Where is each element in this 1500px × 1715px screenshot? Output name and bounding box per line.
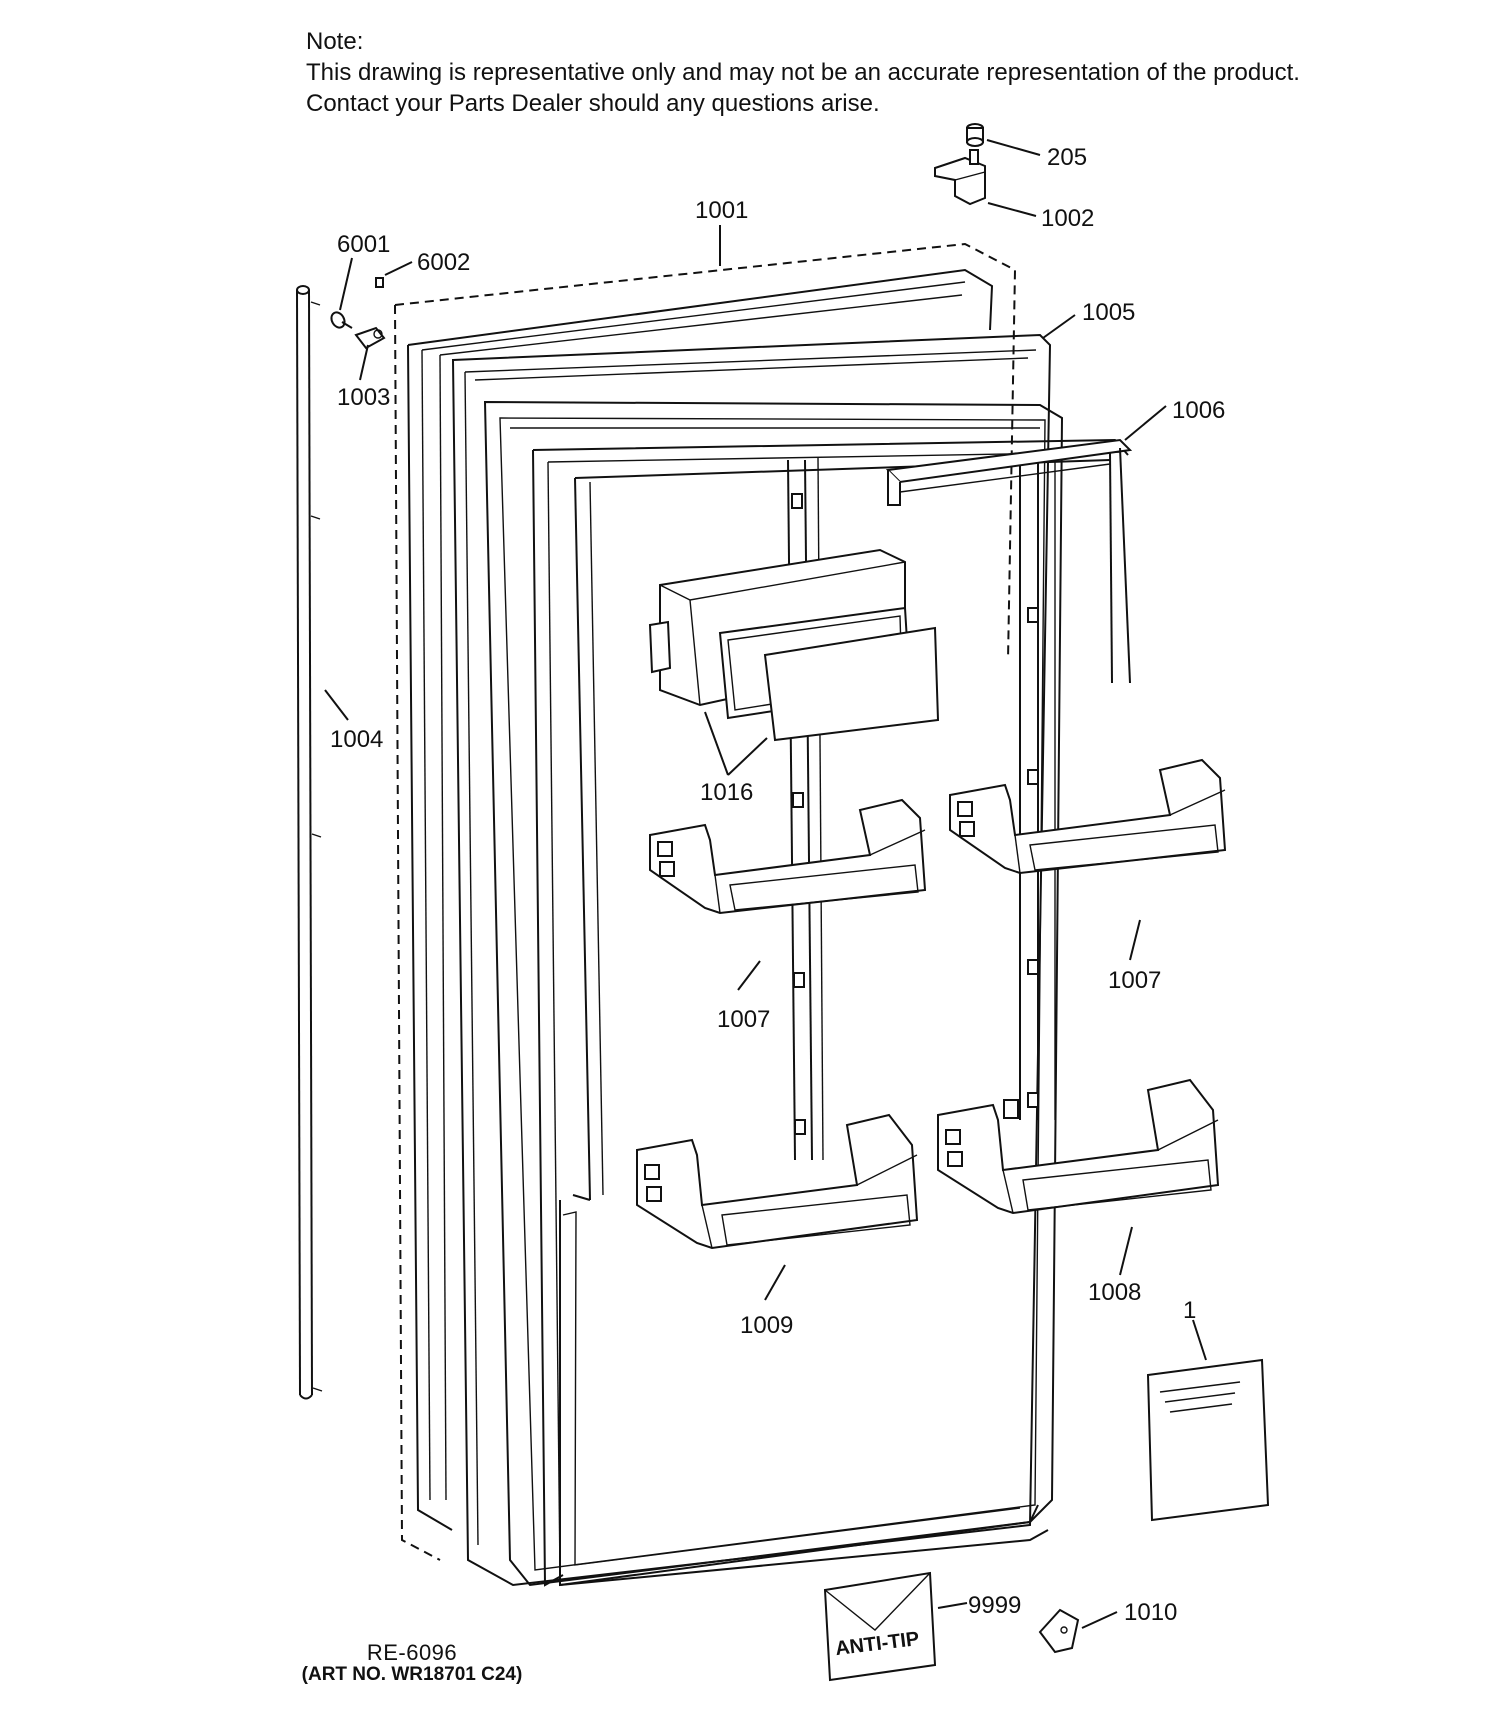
callout-1001: 1001 bbox=[695, 197, 748, 224]
door-bin-1007-left bbox=[649, 798, 927, 915]
dispenser-module-1016 bbox=[648, 548, 940, 742]
callout-1007-left: 1007 bbox=[717, 1006, 770, 1033]
door-handle-rod-1004 bbox=[296, 285, 323, 1400]
door-bin-1007-right bbox=[949, 758, 1227, 875]
callout-1016: 1016 bbox=[700, 779, 753, 806]
callout-1002: 1002 bbox=[1041, 205, 1094, 232]
callout-1008: 1008 bbox=[1088, 1279, 1141, 1306]
door-assembly-outline-1001 bbox=[394, 242, 1017, 1561]
door-bin-1008 bbox=[937, 1078, 1220, 1215]
callout-205: 205 bbox=[1047, 144, 1087, 171]
callout-1009: 1009 bbox=[740, 1312, 793, 1339]
callout-1006: 1006 bbox=[1172, 397, 1225, 424]
inner-liner bbox=[483, 400, 1064, 1587]
callout-1003: 1003 bbox=[337, 384, 390, 411]
callout-1: 1 bbox=[1183, 1297, 1196, 1324]
hinge-bracket-1002 bbox=[934, 149, 986, 206]
callout-numbers: 205 1002 1001 6001 6002 1003 1005 1006 1… bbox=[330, 144, 1225, 1626]
door-bin-1009 bbox=[636, 1113, 919, 1250]
callout-1004: 1004 bbox=[330, 726, 383, 753]
spacer-6002 bbox=[375, 277, 384, 288]
door-liner-1005 bbox=[451, 333, 1052, 1587]
note-heading: Note: bbox=[306, 28, 364, 55]
drawing-reference: RE-6096 (ART NO. WR18701 C24) bbox=[262, 1640, 562, 1686]
callout-1007-right: 1007 bbox=[1108, 967, 1161, 994]
callout-6001: 6001 bbox=[337, 231, 390, 258]
disclaimer-note: Note: This drawing is representative onl… bbox=[306, 26, 1300, 119]
owners-manual-1 bbox=[1146, 1358, 1270, 1522]
callout-1005: 1005 bbox=[1082, 299, 1135, 326]
callout-1010: 1010 bbox=[1124, 1599, 1177, 1626]
hinge-block-1003 bbox=[354, 326, 386, 350]
leader-lines bbox=[324, 139, 1207, 1629]
outer-door-panel bbox=[407, 268, 994, 1531]
hinge-pin-205 bbox=[966, 123, 984, 147]
right-shelf-rail bbox=[1003, 460, 1056, 1120]
screw-6001 bbox=[330, 311, 353, 329]
drawing-ref-number: RE-6096 bbox=[366, 1640, 458, 1665]
note-line-2: Contact your Parts Dealer should any que… bbox=[306, 90, 880, 117]
callout-9999: 9999 bbox=[968, 1592, 1021, 1619]
note-line-1: This drawing is representative only and … bbox=[306, 59, 1300, 86]
callout-6002: 6002 bbox=[417, 249, 470, 276]
anti-tip-bracket-1010 bbox=[1038, 1608, 1080, 1654]
art-number: (ART NO. WR18701 C24) bbox=[301, 1664, 523, 1685]
anti-tip-envelope-9999: ANTI-TIP bbox=[823, 1571, 937, 1682]
door-gasket-1006 bbox=[885, 438, 1133, 684]
